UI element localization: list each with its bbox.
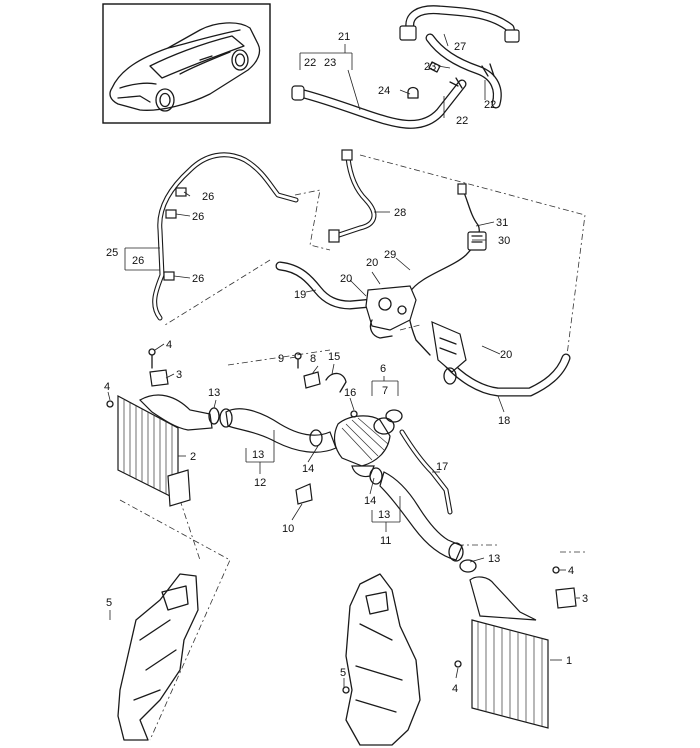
charge-air-pipe-11	[369, 467, 477, 573]
coolant-pipe-18	[431, 321, 571, 397]
callout-26-mid: 26	[192, 211, 204, 223]
callout-20-right: 20	[500, 349, 512, 361]
callout-22-right: 22	[484, 99, 496, 111]
callout-31: 31	[496, 217, 508, 229]
callout-13-pipe11-group: 13	[378, 509, 390, 521]
y-distributor-6	[309, 409, 403, 478]
callout-24: 24	[378, 85, 390, 97]
callout-8: 8	[310, 353, 316, 365]
callout-30: 30	[498, 235, 510, 247]
callout-4-right-lower: 4	[452, 683, 458, 695]
callout-15: 15	[328, 351, 340, 363]
callout-26-lower: 26	[192, 273, 204, 285]
intercooler-right	[454, 566, 577, 729]
coolant-pipe-19	[275, 261, 417, 339]
callout-3-right: 3	[582, 593, 588, 605]
vent-hose-28	[328, 149, 377, 243]
callout-16: 16	[344, 387, 356, 399]
callout-5-left: 5	[106, 597, 112, 609]
callout-29: 29	[384, 249, 396, 261]
callout-14-left: 14	[302, 463, 314, 475]
callout-23-group: 23	[324, 57, 336, 69]
callout-6: 6	[380, 363, 386, 375]
callout-21: 21	[338, 31, 350, 43]
callout-7: 7	[382, 385, 388, 397]
air-guide-bracket-left	[117, 573, 199, 741]
group-brackets	[124, 44, 401, 532]
callout-22-group: 22	[304, 57, 316, 69]
grouping-lines	[119, 154, 588, 741]
callout-23: 23	[424, 61, 436, 73]
callout-14-right: 14	[364, 495, 376, 507]
callout-9: 9	[278, 353, 284, 365]
callout-1: 1	[566, 655, 572, 667]
air-guide-bracket-right	[342, 573, 421, 746]
upper-coolant-hose-assembly	[291, 5, 520, 129]
callout-20-mid: 20	[340, 273, 352, 285]
leader-lines	[107, 33, 580, 688]
callout-2: 2	[190, 451, 196, 463]
callout-26-upper: 26	[202, 191, 214, 203]
callout-20-top: 20	[366, 257, 378, 269]
callout-numbers: 1 2 3 3 4 4 4 4 5 5 6 7 8 9 10 11 12 13 …	[104, 31, 588, 695]
callout-4-left: 4	[104, 381, 110, 393]
callout-17: 17	[436, 461, 448, 473]
callout-11: 11	[380, 535, 391, 547]
vent-hose-25	[152, 152, 299, 321]
callout-3-left: 3	[176, 369, 182, 381]
callout-13-left-ring: 13	[208, 387, 220, 399]
callout-4-right-upper: 4	[568, 565, 574, 577]
callout-25: 25	[106, 247, 118, 259]
callout-13-right-ring: 13	[488, 553, 500, 565]
callout-4-top: 4	[166, 339, 172, 351]
callout-27: 27	[454, 41, 466, 53]
callout-10: 10	[282, 523, 294, 535]
intercooler-left	[106, 348, 213, 507]
callout-26-group: 26	[132, 255, 144, 267]
callout-22-lower: 22	[456, 115, 468, 127]
callout-19: 19	[294, 289, 306, 301]
callout-12: 12	[254, 477, 266, 489]
vehicle-thumbnail	[102, 3, 271, 124]
callout-5-right: 5	[340, 667, 346, 679]
callout-28: 28	[394, 207, 406, 219]
callout-18: 18	[498, 415, 510, 427]
callout-13-pipe12-group: 13	[252, 449, 264, 461]
